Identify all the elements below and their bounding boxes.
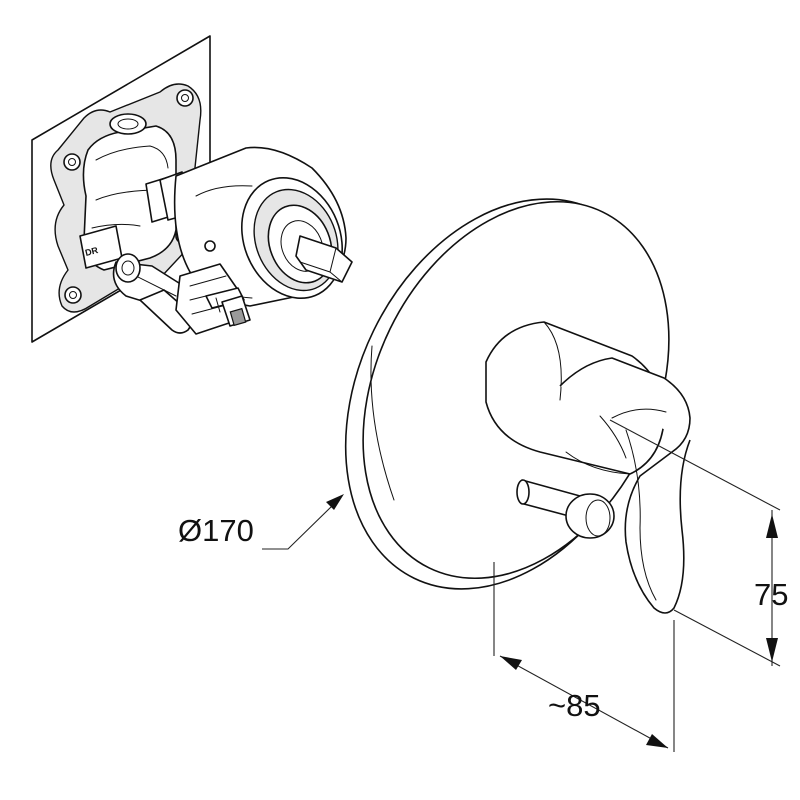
trim-set — [344, 198, 691, 614]
diameter-label: Ø170 — [178, 513, 254, 548]
dimension-depth: ~85 — [493, 562, 675, 752]
height-label: 75 — [754, 577, 788, 612]
diverter-cartridge — [175, 263, 251, 335]
body-marking: DR — [84, 245, 100, 258]
dimension-diameter: Ø170 — [178, 494, 344, 550]
diverter-knob[interactable] — [516, 479, 615, 539]
mixer-lever[interactable] — [559, 357, 691, 614]
dimension-height: 75 — [609, 419, 788, 667]
concealed-valve-body: DR — [31, 35, 353, 343]
depth-label: ~85 — [548, 688, 601, 723]
